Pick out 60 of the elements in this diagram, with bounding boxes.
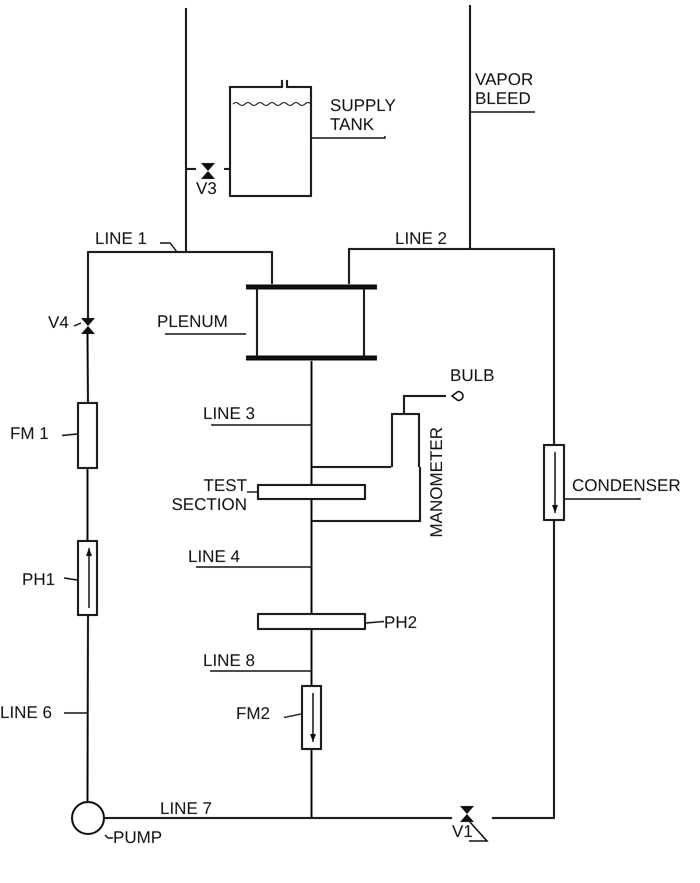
valve-label: V3 [196,179,217,198]
component-label: PH2 [384,613,430,633]
pipe-line [310,500,312,613]
valve-label: V1 [452,822,473,842]
leader-line [62,433,78,436]
pump-circle [71,801,105,835]
component-box [77,540,98,616]
leader-line [209,670,312,672]
pipe-line [86,616,89,801]
leader-line [104,834,113,839]
component-box [543,444,565,521]
component-label: SUPPLY TANK [330,96,420,136]
pipe-line [105,817,452,819]
pipe-line [224,168,229,170]
leader-line [64,712,88,714]
leader-line [366,620,384,624]
pipe-line [86,469,88,540]
line-label: LINE 3 [203,404,279,424]
pipe-line [310,630,312,685]
leader-line [164,333,246,335]
leader-line [64,577,78,581]
component-box [77,402,98,469]
component-label: VAPOR BLEED [475,70,555,112]
leader-line [284,713,302,718]
component-label: PH1 [22,570,64,590]
component-label: CONDENSER [572,476,694,498]
leader-line [74,322,82,327]
line-label: LINE 7 [160,799,212,819]
pipe-line [87,251,273,318]
valve-label: V4 [48,313,74,333]
leader-line [470,111,536,113]
component-box [301,685,322,750]
pipe-line [348,248,555,444]
line-label: LINE 1 [95,229,160,249]
line-label: LINE 8 [203,651,277,671]
line-label: LINE 2 [395,229,447,249]
pipe-line [86,334,89,402]
leader-line [160,242,178,252]
component-label: TEST SECTION [150,476,247,518]
component-bar [257,613,366,630]
line-label: LINE 6 [0,703,64,723]
leader-line [247,491,257,493]
leader-line [211,424,312,426]
component-label: FM2 [236,704,284,724]
tank-drawing [229,78,312,197]
leader-line [195,566,312,568]
component-label: PUMP [113,828,173,848]
plenum-drawing [246,284,377,361]
leader-line [565,498,641,500]
component-label: MANOMETER [427,427,446,538]
pipe-line [310,467,421,522]
leader-line [312,136,386,139]
pipe-line [403,395,446,413]
line-label: LINE 4 [188,547,266,567]
valve-icon [81,318,95,334]
component-label: BULB [450,366,494,386]
component-label: PLENUM [157,312,243,334]
component-bar [257,484,366,500]
component-label: FM 1 [10,424,62,444]
pipe-line [492,521,555,819]
